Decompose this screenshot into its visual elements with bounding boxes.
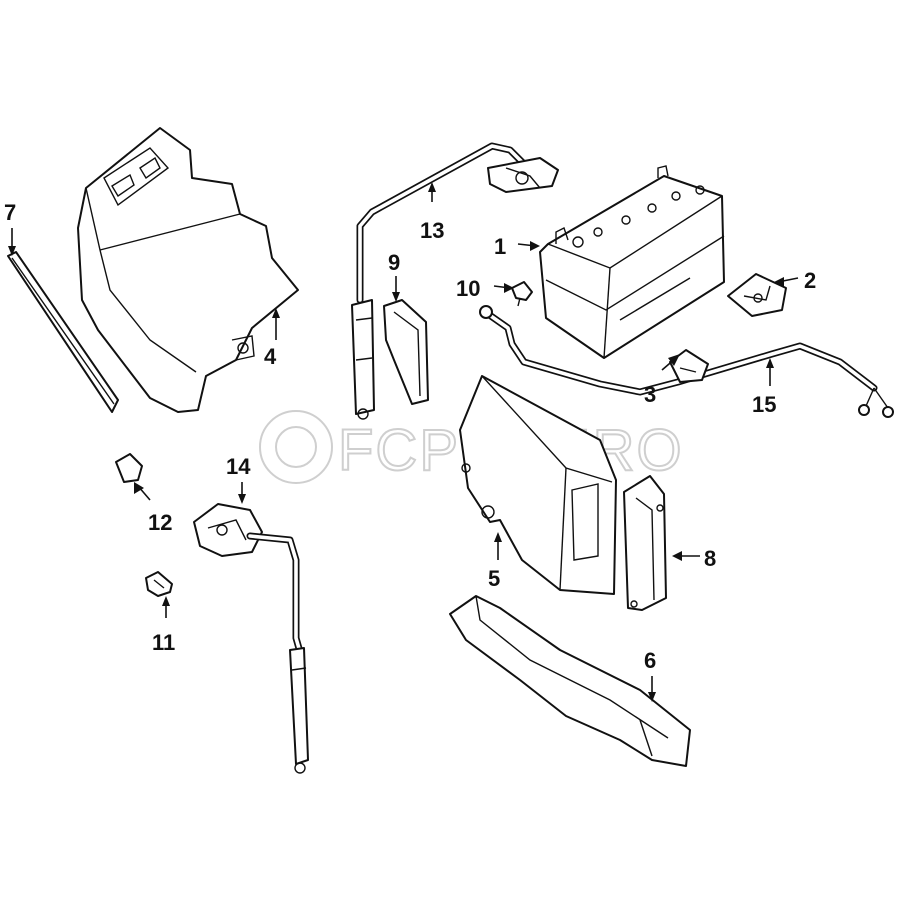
part-14-cable bbox=[193, 503, 309, 774]
callouts: 7 4 13 9 1 10 2 3 15 14 12 5 8 11 6 bbox=[4, 200, 816, 673]
callout-12: 12 bbox=[148, 510, 172, 535]
part-2-holddown bbox=[727, 273, 787, 317]
callout-14: 14 bbox=[226, 454, 251, 479]
watermark-brand: FCP bbox=[338, 418, 460, 483]
callout-5: 5 bbox=[488, 566, 500, 591]
part-7-seal-strip bbox=[7, 251, 119, 413]
callout-7: 7 bbox=[4, 200, 16, 225]
callout-2: 2 bbox=[804, 268, 816, 293]
callout-4: 4 bbox=[264, 344, 277, 369]
watermark-logo-inner bbox=[275, 426, 317, 468]
part-10-bolt bbox=[511, 281, 533, 307]
part-15-cable bbox=[479, 305, 894, 418]
callout-3: 3 bbox=[644, 382, 656, 407]
part-4-cover bbox=[77, 127, 299, 413]
part-11-clip bbox=[145, 571, 173, 597]
callout-9: 9 bbox=[388, 250, 400, 275]
part-12-clip bbox=[115, 453, 143, 483]
part-13-cable bbox=[351, 142, 559, 420]
callout-15: 15 bbox=[752, 392, 776, 417]
callout-13: 13 bbox=[420, 218, 444, 243]
callout-11: 11 bbox=[152, 630, 175, 655]
part-3-clamp bbox=[669, 349, 709, 383]
callout-1: 1 bbox=[494, 234, 506, 259]
callout-10: 10 bbox=[456, 276, 480, 301]
leader-lines bbox=[8, 182, 799, 702]
part-5-panel bbox=[459, 375, 617, 595]
watermark-logo-ring bbox=[259, 410, 333, 484]
part-1-battery bbox=[539, 165, 725, 359]
callout-8: 8 bbox=[704, 546, 716, 571]
part-9-bracket bbox=[383, 299, 429, 405]
part-8-bracket bbox=[623, 475, 667, 611]
callout-6: 6 bbox=[644, 648, 656, 673]
part-6-lower-panel bbox=[449, 595, 691, 767]
